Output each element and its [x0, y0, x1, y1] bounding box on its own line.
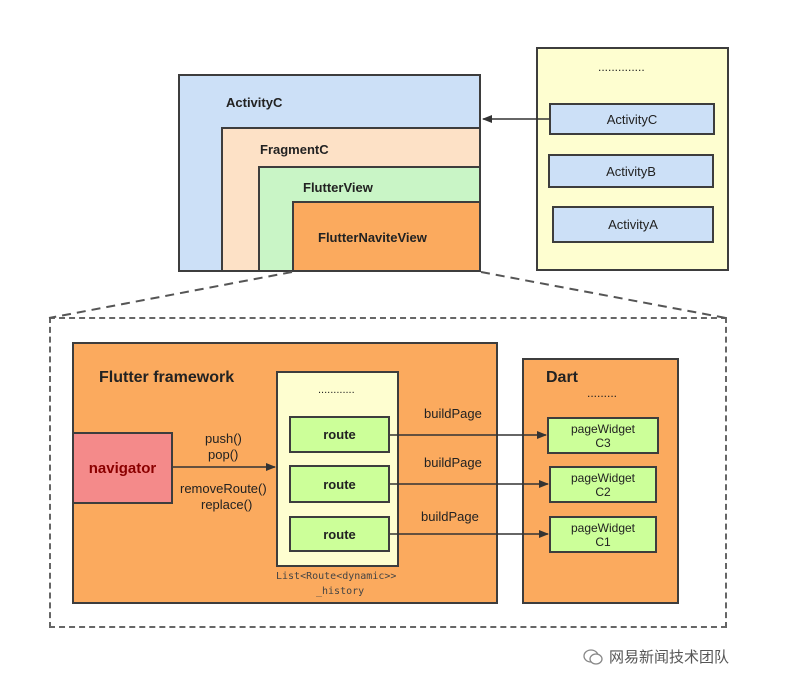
- zoom-region: [49, 317, 727, 628]
- fragment-c-label: FragmentC: [260, 142, 329, 157]
- dart-title: Dart: [546, 369, 579, 386]
- route-box-3: route: [289, 516, 390, 552]
- flutter-native-view-container: [292, 201, 481, 272]
- page-widget-c3-line2: C3: [595, 435, 611, 450]
- build-page-label-1: buildPage: [424, 406, 482, 421]
- activity-stack-item-c: ActivityC: [549, 103, 715, 135]
- page-widget-c1-line1: pageWidget: [570, 520, 636, 535]
- flutter-framework-title: Flutter framework: [99, 369, 235, 386]
- watermark: 网易新闻技术团队: [583, 646, 729, 667]
- activity-stack-item-b: ActivityB: [548, 154, 714, 188]
- history-name-label: _history: [316, 586, 365, 597]
- history-dots: ............: [318, 384, 355, 396]
- build-page-label-3: buildPage: [421, 509, 479, 524]
- zoom-line-right: [480, 271, 727, 319]
- history-type-label: List<Route<dynamic>>: [276, 571, 397, 582]
- activity-stack-item-a: ActivityA: [552, 206, 714, 243]
- page-widget-c2-line2: C2: [595, 484, 611, 499]
- wechat-icon: [583, 648, 603, 666]
- page-widget-c3: pageWidget C3: [547, 417, 659, 454]
- build-page-label-2: buildPage: [424, 455, 482, 470]
- op-push: push(): [205, 431, 242, 446]
- flutter-native-view-label: FlutterNaviteView: [318, 230, 427, 245]
- watermark-text: 网易新闻技术团队: [609, 648, 730, 666]
- page-widget-c3-line1: pageWidget: [570, 421, 636, 436]
- zoom-line-left: [48, 271, 293, 319]
- route-box-1: route: [289, 416, 390, 453]
- page-widget-c1: pageWidget C1: [549, 516, 657, 553]
- activity-stack-dots: ..............: [598, 60, 645, 74]
- page-widget-c1-line2: C1: [595, 534, 611, 549]
- activity-c-label: ActivityC: [226, 95, 283, 110]
- flutter-view-label: FlutterView: [303, 180, 373, 195]
- op-replace: replace(): [201, 497, 253, 512]
- op-remove-route: removeRoute(): [180, 481, 267, 496]
- page-widget-c2: pageWidget C2: [549, 466, 657, 503]
- op-pop: pop(): [208, 447, 239, 462]
- navigator-box: navigator: [72, 432, 173, 504]
- dart-dots: .........: [587, 386, 618, 400]
- page-widget-c2-line1: pageWidget: [570, 470, 636, 485]
- route-box-2: route: [289, 465, 390, 503]
